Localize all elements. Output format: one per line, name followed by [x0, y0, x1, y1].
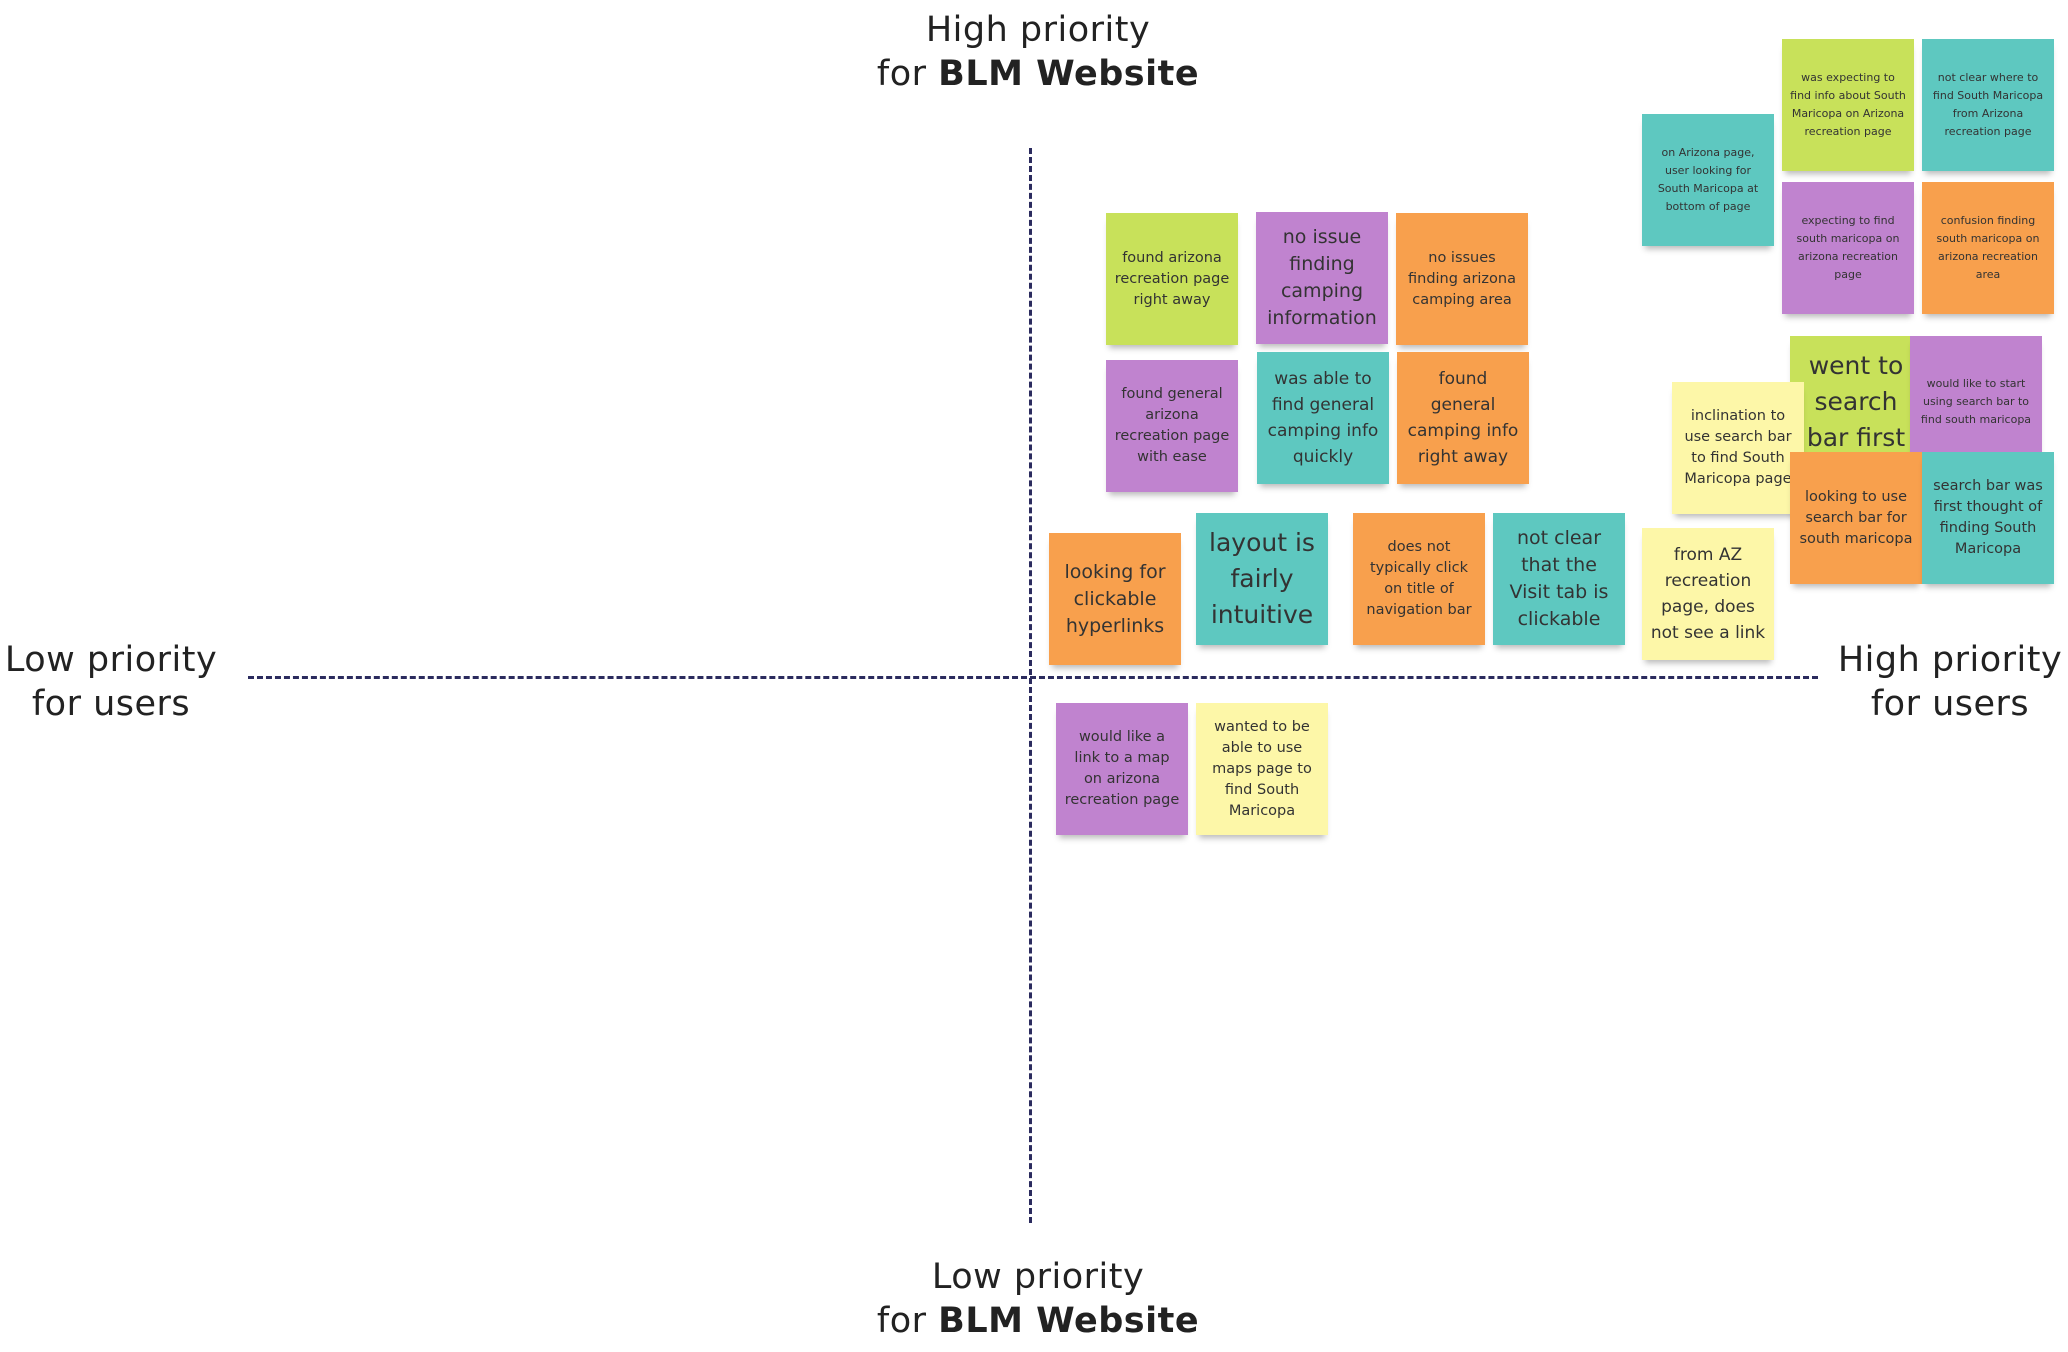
bottom-axis-label-bold: BLM Website — [938, 1301, 1200, 1341]
sticky-note[interactable]: looking for clickable hyperlinks — [1049, 533, 1181, 665]
vertical-axis-line — [1029, 148, 1032, 1223]
sticky-note[interactable]: expecting to find south maricopa on ariz… — [1782, 182, 1914, 314]
top-axis-label-prefix: for — [876, 54, 927, 94]
left-axis-label: Low priority for users — [0, 638, 222, 726]
top-axis-label-line1: High priority — [925, 10, 1151, 50]
sticky-note[interactable]: found arizona recreation page right away — [1106, 213, 1238, 345]
top-axis-label: High priority for BLM Website — [838, 8, 1238, 96]
sticky-note[interactable]: inclination to use search bar to find So… — [1672, 382, 1804, 514]
sticky-note[interactable]: wanted to be able to use maps page to fi… — [1196, 703, 1328, 835]
sticky-note-text: would like to start using search bar to … — [1920, 377, 2032, 426]
sticky-note[interactable]: not clear where to find South Maricopa f… — [1922, 39, 2054, 171]
sticky-note-text: was able to find general camping info qu… — [1267, 369, 1379, 467]
sticky-note-text: was expecting to find info about South M… — [1790, 71, 1906, 138]
sticky-note[interactable]: looking to use search bar for south mari… — [1790, 452, 1922, 584]
sticky-note[interactable]: layout is fairly intuitive — [1196, 513, 1328, 645]
sticky-note[interactable]: was expecting to find info about South M… — [1782, 39, 1914, 171]
sticky-note[interactable]: not clear that the Visit tab is clickabl… — [1493, 513, 1625, 645]
sticky-note-text: layout is fairly intuitive — [1209, 528, 1315, 629]
right-axis-label-line1: High priority — [1837, 640, 2063, 680]
sticky-note[interactable]: found general camping info right away — [1397, 352, 1529, 484]
sticky-note-text: on Arizona page, user looking for South … — [1657, 146, 1759, 213]
sticky-note-text: not clear that the Visit tab is clickabl… — [1509, 527, 1609, 630]
bottom-axis-label: Low priority for BLM Website — [838, 1255, 1238, 1343]
left-axis-label-line1: Low priority — [4, 640, 218, 680]
sticky-note-text: expecting to find south maricopa on ariz… — [1796, 214, 1900, 281]
sticky-note-text: confusion finding south maricopa on ariz… — [1936, 214, 2040, 281]
top-axis-label-line2: for BLM Website — [838, 52, 1238, 96]
sticky-note[interactable]: from AZ recreation page, does not see a … — [1642, 528, 1774, 660]
sticky-note[interactable]: would like to start using search bar to … — [1910, 336, 2042, 468]
top-axis-label-bold: BLM Website — [938, 54, 1200, 94]
sticky-note-text: wanted to be able to use maps page to fi… — [1212, 718, 1312, 819]
bottom-axis-label-prefix: for — [876, 1301, 927, 1341]
sticky-note-text: no issue finding camping information — [1267, 226, 1377, 329]
bottom-axis-label-line2: for BLM Website — [838, 1299, 1238, 1343]
left-axis-label-line2: for users — [31, 684, 191, 724]
sticky-note-text: inclination to use search bar to find So… — [1684, 408, 1792, 487]
sticky-note[interactable]: on Arizona page, user looking for South … — [1642, 114, 1774, 246]
sticky-note-text: would like a link to a map on arizona re… — [1064, 729, 1180, 808]
horizontal-axis-line — [248, 676, 1818, 679]
sticky-note-text: no issues finding arizona camping area — [1408, 249, 1516, 308]
sticky-note-text: found general arizona recreation page wi… — [1114, 386, 1230, 465]
sticky-note-text: found general camping info right away — [1407, 369, 1519, 467]
sticky-note[interactable]: no issue finding camping information — [1256, 212, 1388, 344]
sticky-note-text: found arizona recreation page right away — [1114, 249, 1230, 308]
sticky-note[interactable]: went to search bar first — [1790, 336, 1922, 468]
sticky-note[interactable]: confusion finding south maricopa on ariz… — [1922, 182, 2054, 314]
sticky-note[interactable]: found general arizona recreation page wi… — [1106, 360, 1238, 492]
sticky-note[interactable]: does not typically click on title of nav… — [1353, 513, 1485, 645]
sticky-note-text: not clear where to find South Maricopa f… — [1932, 71, 2044, 138]
sticky-note[interactable]: was able to find general camping info qu… — [1257, 352, 1389, 484]
sticky-note-text: from AZ recreation page, does not see a … — [1650, 545, 1766, 643]
sticky-note-text: looking to use search bar for south mari… — [1799, 488, 1913, 547]
sticky-note-text: looking for clickable hyperlinks — [1064, 560, 1166, 637]
sticky-note[interactable]: would like a link to a map on arizona re… — [1056, 703, 1188, 835]
sticky-note-text: does not typically click on title of nav… — [1366, 539, 1472, 618]
sticky-note-text: search bar was first thought of finding … — [1933, 478, 2043, 557]
bottom-axis-label-line1: Low priority — [931, 1257, 1145, 1297]
sticky-note-text: went to search bar first — [1806, 351, 1906, 452]
right-axis-label-line2: for users — [1870, 684, 2030, 724]
sticky-note[interactable]: search bar was first thought of finding … — [1922, 452, 2054, 584]
right-axis-label: High priority for users — [1836, 638, 2064, 726]
sticky-note[interactable]: no issues finding arizona camping area — [1396, 213, 1528, 345]
